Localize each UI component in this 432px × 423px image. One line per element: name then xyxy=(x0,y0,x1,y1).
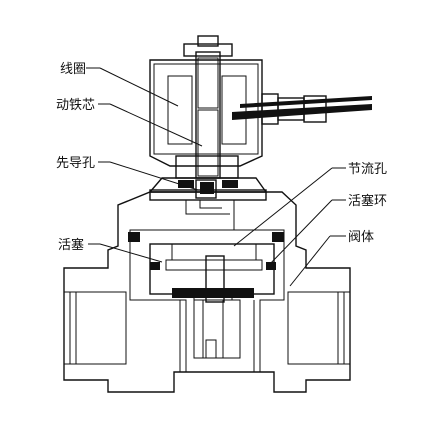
piston xyxy=(149,243,276,303)
moving-core xyxy=(197,109,219,177)
label-pilot-hole: 先导孔 xyxy=(56,156,95,171)
label-valve-body: 阀体 xyxy=(348,230,374,245)
label-moving-core: 动铁芯 xyxy=(56,98,95,113)
piston-ring xyxy=(128,232,284,242)
label-piston-ring: 活塞环 xyxy=(348,193,387,209)
solenoid-head xyxy=(149,35,263,179)
coil-right xyxy=(221,75,247,145)
valve-body xyxy=(63,191,351,393)
leader-lines xyxy=(86,67,346,287)
label-piston: 活塞 xyxy=(58,237,84,253)
pilot-hole xyxy=(178,179,238,199)
outlet-thread xyxy=(337,292,345,364)
power-cable xyxy=(232,93,372,125)
label-coil: 线圈 xyxy=(60,62,86,77)
label-throttle-hole: 节流孔 xyxy=(348,162,387,177)
inlet-thread xyxy=(69,292,77,364)
coil-left xyxy=(167,75,193,145)
